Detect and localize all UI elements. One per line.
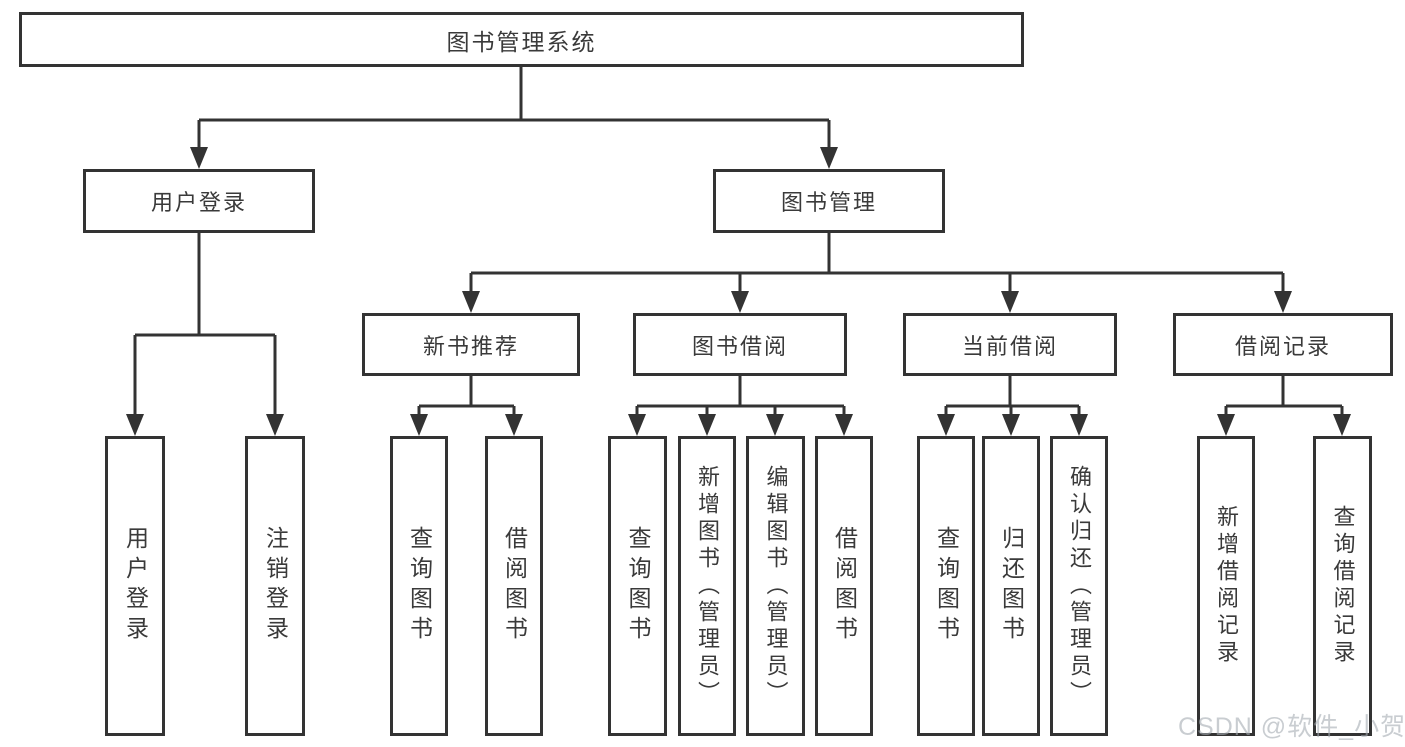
node-user-login: 用户登录 [83, 169, 315, 233]
node-book-borrowing: 图书借阅 [633, 313, 847, 376]
leaf-confirm-return-admin: 确认归还（管理员） [1050, 436, 1108, 736]
node-borrowing-records: 借阅记录 [1173, 313, 1393, 376]
node-library-management-system: 图书管理系统 [19, 12, 1024, 67]
leaf-query-books-current: 查询图书 [917, 436, 975, 736]
node-new-book-recommend: 新书推荐 [362, 313, 580, 376]
leaf-query-books-recommend: 查询图书 [390, 436, 448, 736]
leaf-query-books-borrowing: 查询图书 [608, 436, 667, 736]
leaf-borrow-books-recommend: 借阅图书 [485, 436, 543, 736]
arrowheads [126, 147, 1351, 436]
leaf-edit-book-admin: 编辑图书（管理员） [746, 436, 805, 736]
leaf-query-borrow-record: 查询借阅记录 [1313, 436, 1372, 736]
leaf-logout: 注销登录 [245, 436, 305, 736]
leaf-add-book-admin: 新增图书（管理员） [678, 436, 736, 736]
leaf-return-book: 归还图书 [982, 436, 1040, 736]
leaf-borrow-books: 借阅图书 [815, 436, 873, 736]
leaf-user-login: 用户登录 [105, 436, 165, 736]
node-book-management: 图书管理 [713, 169, 945, 233]
leaf-add-borrow-record: 新增借阅记录 [1197, 436, 1255, 736]
node-current-borrowing: 当前借阅 [903, 313, 1117, 376]
